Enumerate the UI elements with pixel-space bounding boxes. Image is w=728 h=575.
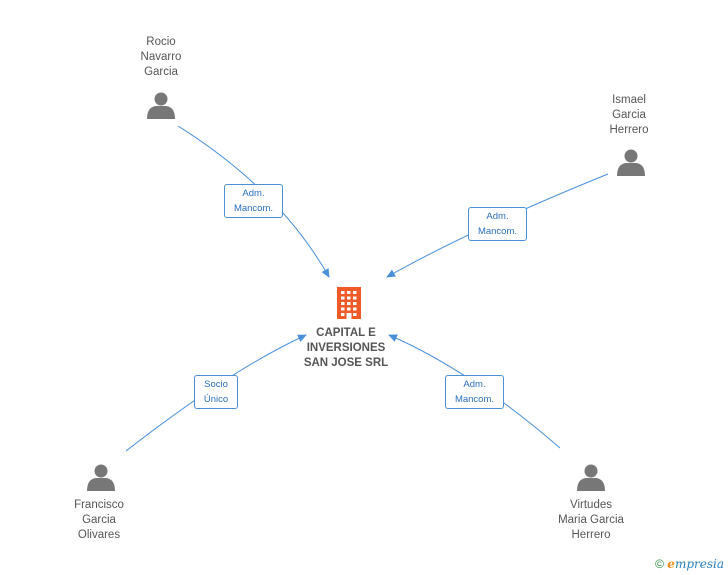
person-icon[interactable] [577,464,605,492]
relation-label: Socio Único [194,375,238,409]
person-icon[interactable] [87,464,115,492]
relation-label: Adm. Mancom. [445,375,504,409]
person-name[interactable]: Virtudes Maria Garcia Herrero [558,499,624,541]
brand-footer: © empresia [655,557,724,571]
relation-label: Adm. Mancom. [224,184,283,218]
empresia-logo: empresia [667,557,724,571]
relation-label: Adm. Mancom. [468,207,527,241]
person-name[interactable]: Rocio Navarro Garcia [140,36,182,78]
company-name[interactable]: CAPITAL E INVERSIONES SAN JOSE SRL [303,327,389,369]
person-icon[interactable] [147,92,175,120]
building-icon[interactable] [337,287,361,319]
person-name[interactable]: Francisco Garcia Olivares [74,499,124,541]
person-icon[interactable] [617,149,645,177]
person-name[interactable]: Ismael Garcia Herrero [609,94,649,136]
copyright-symbol: © [655,557,664,571]
